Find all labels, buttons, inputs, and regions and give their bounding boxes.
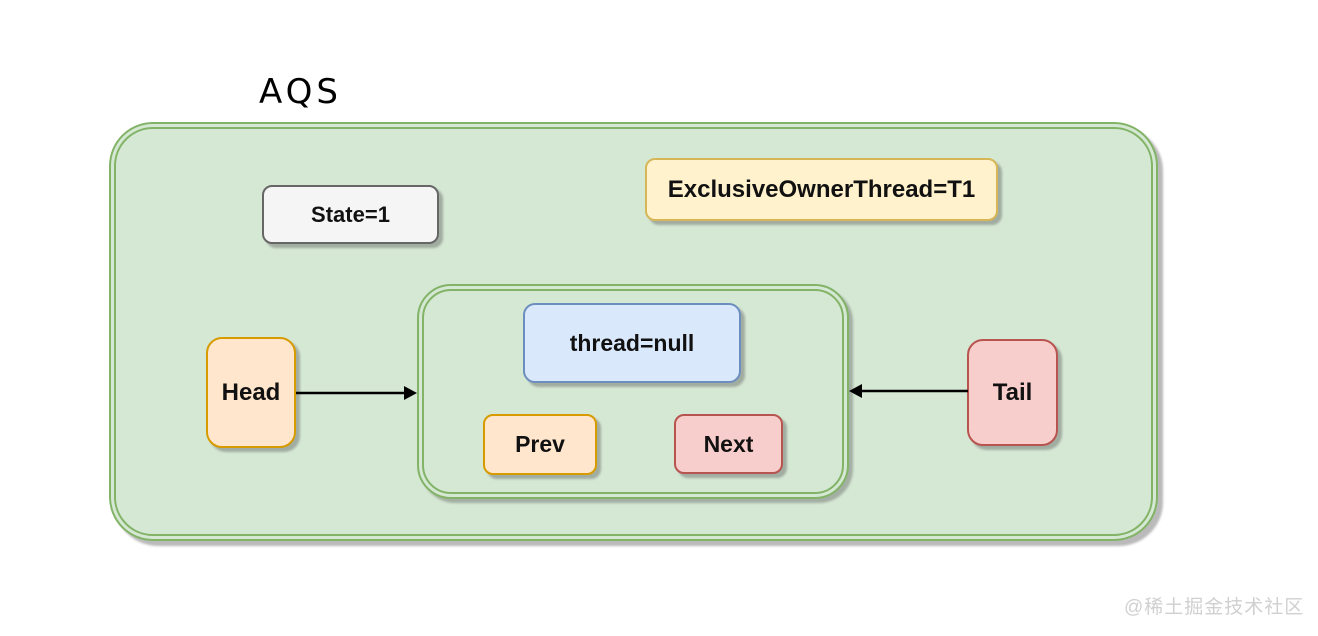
head-to-node-arrow [296, 386, 417, 400]
tail-pointer-node: Tail [967, 339, 1058, 446]
head-arrow-tip-icon [404, 386, 417, 400]
next-pointer-node: Next [674, 414, 783, 474]
watermark: @稀土掘金技术社区 [1124, 597, 1305, 618]
tail-arrow-tip-icon [849, 384, 862, 398]
thread-null-node: thread=null [523, 303, 741, 383]
head-pointer-node: Head [206, 337, 296, 448]
prev-pointer-node: Prev [483, 414, 597, 475]
diagram-title: AQS [259, 72, 343, 112]
tail-to-node-arrow [849, 384, 968, 398]
state-node: State=1 [262, 185, 439, 244]
exclusive-owner-thread-node: ExclusiveOwnerThread=T1 [645, 158, 998, 221]
